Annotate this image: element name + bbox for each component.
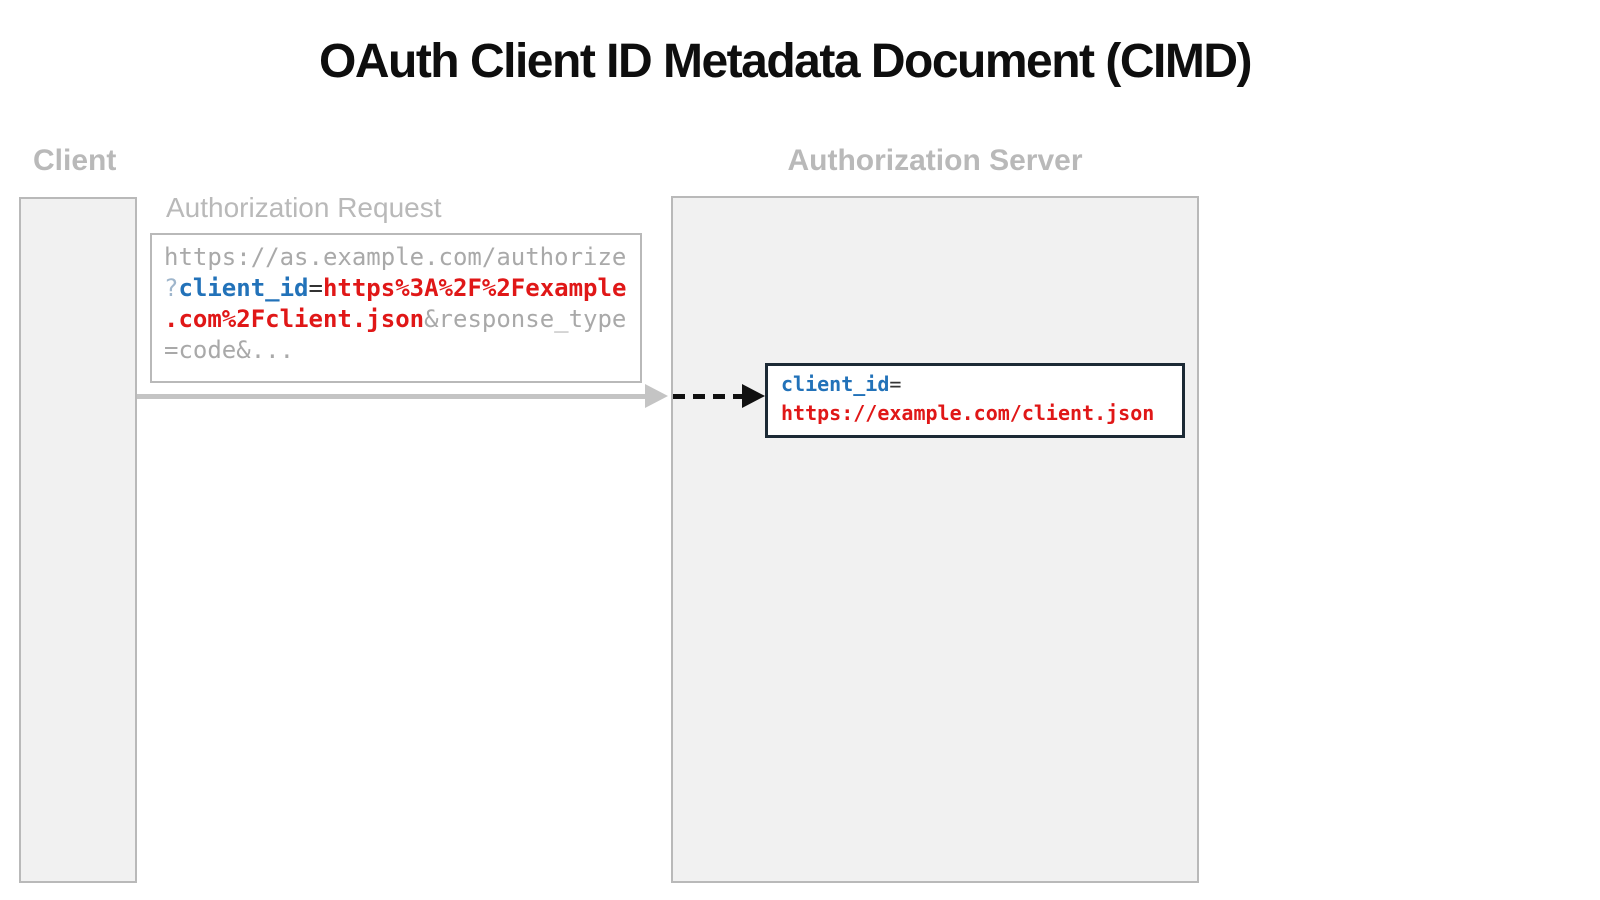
code-segment-lightblue: ? — [164, 274, 179, 302]
code-segment-blue: client_id — [781, 372, 890, 396]
authorization-request-url-box: https://as.example.com/authorize ?client… — [150, 233, 642, 383]
authorization-server-lifeline-box — [671, 196, 1199, 883]
client-lifeline-box — [19, 197, 137, 883]
authorization-server-actor-label: Authorization Server — [787, 144, 1083, 177]
page-title: OAuth Client ID Metadata Document (CIMD) — [319, 35, 1253, 88]
code-segment-gray: https://as.example.com/authorize — [164, 243, 627, 271]
client-actor-label: Client — [33, 144, 117, 177]
code-segment-gray: &response_type =code&... — [164, 305, 627, 364]
code-segment-dark: = — [889, 372, 902, 396]
code-segment-red: https://example.com/client.json — [781, 401, 1155, 425]
client-id-resolution-dashed-arrow-line — [673, 394, 743, 399]
code-segment-blue: client_id — [178, 274, 309, 302]
authorization-request-label: Authorization Request — [166, 192, 442, 223]
authorization-request-arrow-head-icon — [645, 384, 668, 408]
authorization-request-arrow-line — [137, 394, 647, 399]
client-id-resolution-dashed-arrow-head-icon — [742, 384, 765, 408]
code-segment-dark: = — [308, 274, 323, 302]
code-segment-red: https%3A%2F%2Fexample .com%2Fclient.json — [164, 274, 627, 333]
client-id-value-box: client_id= https://example.com/client.js… — [765, 363, 1185, 438]
